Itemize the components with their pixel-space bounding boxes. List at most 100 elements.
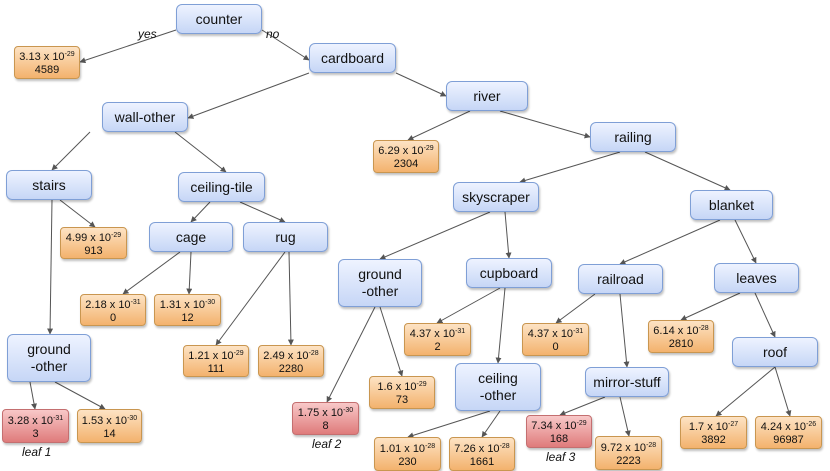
tree-edge [186, 251, 193, 295]
node-blanket: blanket [690, 190, 773, 220]
leaf-count: 0 [552, 341, 559, 353]
node-river: river [446, 81, 528, 111]
leaf-probability: 1.53 x 10-30 [81, 414, 138, 427]
leaf-probability: 4.24 x 10-26 [760, 421, 817, 433]
leaf-label: leaf 1 [22, 445, 52, 459]
tree-edge [559, 396, 606, 416]
no-branch-label: no [266, 27, 280, 41]
tree-edge [51, 131, 91, 171]
leaf-count: 8 [322, 420, 329, 432]
yes-branch-label: yes [138, 27, 157, 41]
tree-edge [395, 72, 447, 97]
leaf-probability: 3.13 x 10-29 [19, 51, 75, 63]
leaf-count: 168 [549, 433, 569, 445]
leaf-count: 14 [103, 427, 116, 440]
tree-edge [239, 201, 286, 223]
tree-edge [619, 396, 631, 437]
tree-edge [495, 287, 506, 364]
leaf-label: leaf 2 [312, 437, 342, 451]
leaf-probability: 4.37 x 10-31 [409, 328, 466, 340]
leaf-count: 3892 [701, 434, 726, 446]
tree-edge [734, 219, 757, 264]
tree-edge [407, 110, 471, 141]
tree-edge [407, 410, 491, 439]
tree-edge [680, 292, 741, 321]
tree-edge [644, 151, 731, 191]
tree-edge [47, 199, 54, 335]
tree-edge [261, 29, 310, 61]
tree-edge [619, 293, 630, 368]
leaf-count: 913 [84, 244, 103, 257]
leaf-probability: 7.34 x 10-29 [531, 420, 587, 432]
leaf-probability: 7.26 x 10-28 [454, 442, 510, 455]
leaf-probability: 9.72 x 10-28 [600, 441, 657, 454]
node-ground-other-1: ground -other [338, 259, 422, 307]
leaf-probability: 6.14 x 10-28 [653, 325, 709, 337]
leaf-probability: 6.29 x 10-29 [378, 145, 434, 157]
leaf-count: 111 [207, 362, 225, 375]
node-ceiling-other: ceiling -other [455, 363, 541, 411]
tree-edge [555, 293, 596, 324]
leaf-count: 73 [395, 394, 409, 406]
tree-edge [54, 381, 106, 410]
node-stairs: stairs [6, 170, 92, 200]
leaf-count: 96987 [773, 434, 804, 446]
leaf-count: 230 [398, 455, 417, 468]
leaf-count: 4589 [34, 64, 60, 76]
leaf-probability: 4.37 x 10-31 [527, 328, 584, 340]
node-railing: railing [590, 122, 676, 152]
tree-edge [379, 211, 491, 260]
tree-edge [122, 251, 181, 295]
tree-edge [326, 306, 376, 403]
node-mirror-stuff: mirror-stuff [585, 367, 669, 397]
leaf-probability: 2.18 x 10-31 [85, 298, 141, 311]
tree-edge [715, 366, 776, 417]
tree-edge [504, 211, 512, 259]
leaf-count: 2 [434, 341, 441, 353]
node-skyscraper: skyscraper [453, 182, 539, 212]
tree-edge [619, 219, 721, 265]
node-ceiling-tile: ceiling-tile [178, 172, 265, 202]
node-counter: counter [176, 4, 262, 34]
tree-edge [379, 306, 404, 377]
tree-edge [519, 151, 621, 184]
node-leaves: leaves [714, 263, 799, 293]
node-railroad: railroad [578, 264, 663, 294]
tree-edge [436, 287, 501, 324]
leaf-probability: 1.21 x 10-29 [188, 349, 244, 362]
leaf-count: 12 [181, 311, 194, 324]
node-cupboard: cupboard [466, 258, 552, 288]
tree-edge [187, 72, 310, 119]
tree-edge [499, 110, 591, 139]
leaf-count: 2223 [616, 454, 641, 467]
leaf-count: 1661 [469, 455, 495, 468]
leaf-label: leaf 3 [546, 450, 576, 464]
leaf-probability: 1.01 x 10-28 [379, 442, 436, 455]
leaf-probability: 1.6 x 10-29 [377, 381, 427, 393]
node-ground-other-2: ground -other [7, 334, 91, 382]
node-cage: cage [149, 222, 233, 252]
tree-edge [287, 251, 294, 346]
tree-edge [29, 381, 37, 410]
tree-edge [754, 292, 776, 338]
tree-edge [481, 410, 501, 438]
tree-edge [190, 201, 211, 223]
